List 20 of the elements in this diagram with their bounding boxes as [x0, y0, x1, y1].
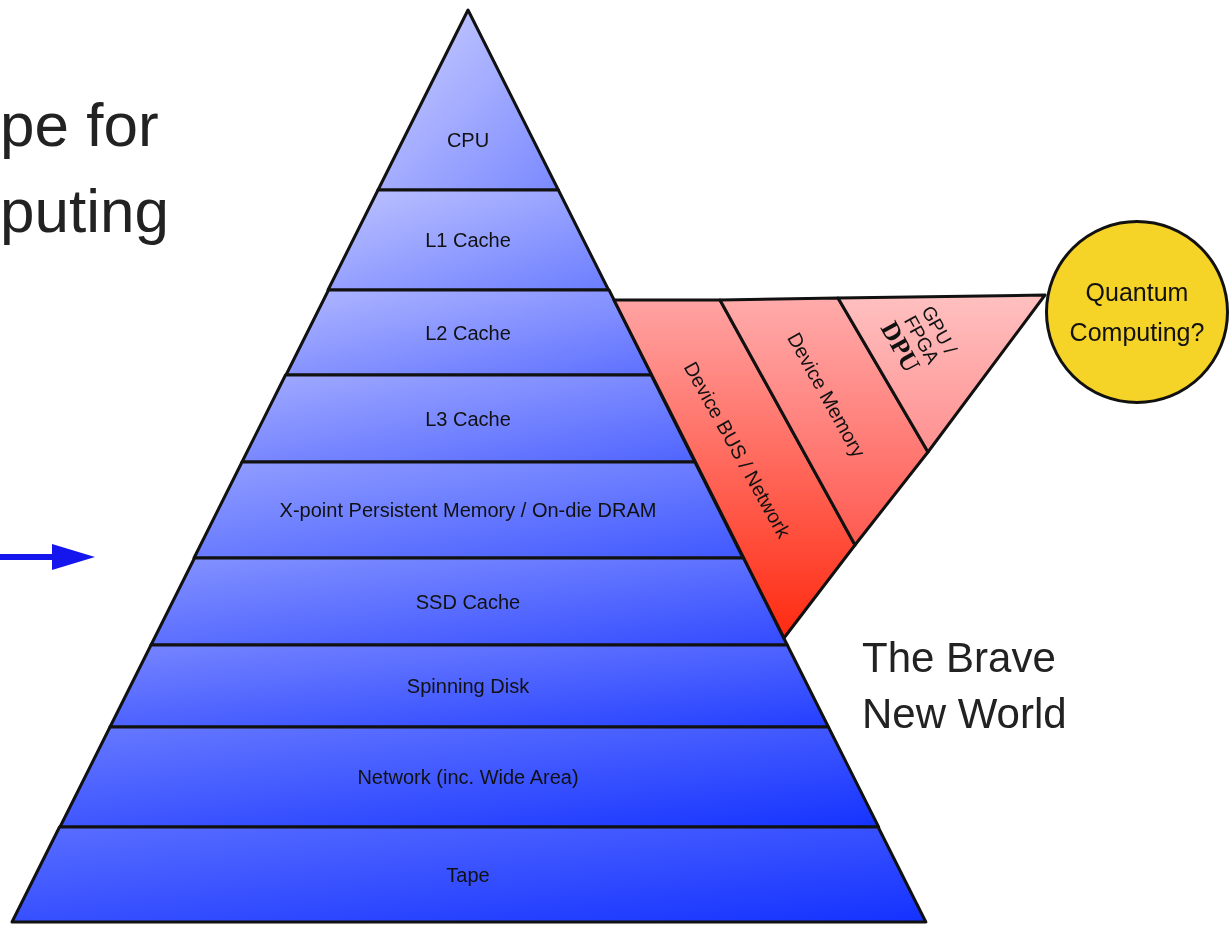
pyramid-tier — [150, 558, 787, 645]
node-label: Quantum Computing? — [1068, 277, 1206, 348]
tier-label: Tape — [446, 863, 490, 886]
tier-label: L1 Cache — [425, 228, 511, 252]
tier-label: L3 Cache — [425, 407, 511, 430]
title: pe for puting — [0, 89, 170, 247]
pyramid-tier — [328, 190, 609, 290]
pyramid-tier — [59, 727, 879, 827]
tier-label: Network (inc. Wide Area) — [357, 765, 579, 789]
tier-label: L2 Cache — [425, 321, 511, 344]
circle-node — [1045, 220, 1229, 404]
tier-label: Spinning Disk — [406, 674, 530, 698]
tier-label: SSD Cache — [415, 590, 521, 613]
pyramid-tier — [285, 290, 652, 375]
tier-label: CPU — [446, 128, 490, 152]
note-text: The Brave New World — [862, 633, 1068, 739]
pyramid-tier — [378, 10, 559, 190]
pyramid-tier — [109, 645, 828, 727]
pyramid-tier — [12, 827, 926, 922]
tier-label: X-point Persistent Memory / On-die DRAM — [279, 498, 657, 522]
